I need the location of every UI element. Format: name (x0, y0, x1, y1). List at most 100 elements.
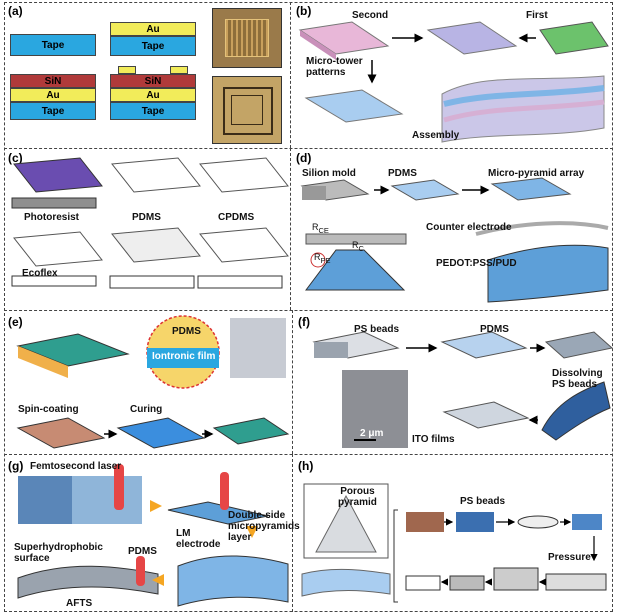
r-c-sub: C (358, 243, 364, 253)
panel-d-label: (d) (296, 151, 312, 165)
laser-texture-2 (72, 476, 142, 524)
tape-layer: Tape (10, 34, 96, 56)
scale-label: 2 μm (360, 428, 384, 439)
r-ce-r: R (312, 222, 319, 232)
micro-tower-label: Micro-tower patterns (306, 56, 363, 78)
au-pad (118, 66, 136, 74)
zoom-photo (212, 76, 282, 144)
curing-label: Curing (130, 404, 163, 415)
spin-coating-label: Spin-coating (18, 404, 79, 415)
sem-image (342, 370, 408, 448)
au-text: Au (46, 89, 60, 101)
au-layer: Au (110, 88, 196, 102)
second-layer (298, 21, 390, 55)
row-divider-1 (4, 148, 613, 149)
tape-text: Tape (41, 105, 65, 117)
ecoflex-label: Ecoflex (22, 268, 58, 279)
photoresist-mold (13, 157, 103, 193)
row-divider-2 (4, 310, 613, 311)
silicon-mold-label: Silion mold (302, 168, 356, 179)
cpdms-label: CPDMS (218, 212, 255, 223)
lm-electrode-label: LM electrode (176, 528, 221, 550)
porous-pyramid-label: Porous pyramid (338, 486, 377, 508)
panel-g-label: (g) (8, 459, 24, 473)
tape-text: Tape (41, 39, 65, 51)
au-pad (170, 66, 188, 74)
panel-h-label: (h) (298, 459, 314, 473)
col-divider-3 (292, 310, 293, 454)
second-label: Second (352, 10, 389, 21)
zoom-square-inner (231, 95, 263, 125)
superhydrophobic-label: Superhydrophobic surface (14, 542, 103, 564)
r-pe-sub: PE (320, 255, 331, 265)
r-c-label: RC (352, 240, 364, 253)
counter-electrode-label: Counter electrode (426, 222, 512, 233)
r-pe-label: RPE (314, 252, 331, 265)
pedot-film (487, 244, 609, 303)
micro-tower-layer (304, 89, 404, 123)
panel-e-graphic (16, 315, 290, 449)
mold-1 (406, 512, 444, 532)
sin-layer: SiN (10, 74, 96, 88)
col-divider-2 (290, 148, 291, 310)
double-side-label: Double-side micropyramids layer (228, 510, 300, 543)
panel-a-label: (a) (8, 4, 23, 18)
au-text: Au (146, 23, 160, 35)
pdms-label: PDMS (480, 324, 509, 335)
pdms-label: PDMS (172, 326, 201, 337)
panel-b-label: (b) (296, 4, 312, 18)
micro-pyramid-label: Micro-pyramid array (488, 168, 585, 179)
laser-texture-1 (18, 476, 72, 524)
laser-beam (114, 464, 124, 510)
pressure-label: Pressure (548, 552, 591, 563)
panel-f-graphic (312, 331, 614, 448)
assembly-label: Assembly (412, 130, 460, 141)
femtosecond-label: Femtosecond laser (30, 461, 122, 472)
figure-frame (4, 2, 613, 612)
iontronic-label: Iontronic film (152, 351, 216, 362)
panel-b-graphic (298, 21, 609, 143)
ps-beads-label: PS beads (354, 324, 400, 335)
ps-beads-label: PS beads (460, 496, 506, 507)
au-layer: Au (110, 22, 196, 36)
bead-mold (456, 512, 494, 532)
zoom-square-outer (223, 87, 273, 135)
dissolving-label: Dissolving PS beads (552, 368, 603, 390)
au-text: Au (146, 89, 160, 101)
panel-f-label: (f) (298, 315, 310, 329)
r-ce-label: RCE (312, 222, 329, 235)
photoresist-label: Photoresist (24, 212, 80, 223)
ito-label: ITO films (412, 434, 455, 445)
hand-photo (230, 318, 286, 378)
panel-e-label: (e) (8, 315, 23, 329)
first-label: First (526, 10, 548, 21)
r-pe-r: R (314, 252, 321, 262)
tape-text: Tape (141, 105, 165, 117)
panel-d-graphic (300, 177, 609, 303)
tape-text: Tape (141, 40, 165, 52)
afts-label: AFTS (66, 598, 93, 609)
tape-layer: Tape (110, 36, 196, 56)
r-ce-sub: CE (318, 225, 329, 235)
tape-layer: Tape (110, 102, 196, 120)
photo-pattern (225, 19, 269, 57)
panel-g-graphic (17, 464, 289, 607)
first-layer-combined (426, 21, 518, 55)
au-layer: Au (10, 88, 96, 102)
sin-text: SiN (44, 75, 62, 87)
pdms-label: PDMS (132, 212, 161, 223)
device-photo (212, 8, 282, 68)
pdms-label: PDMS (388, 168, 417, 179)
col-divider-4 (292, 454, 293, 612)
panel-c-label: (c) (8, 151, 23, 165)
tape-layer: Tape (10, 102, 96, 120)
row-divider-3 (4, 454, 613, 455)
col-divider-1 (290, 2, 291, 148)
first-layer (539, 21, 609, 55)
sin-text: SiN (144, 75, 162, 87)
porous-pyramid (315, 494, 377, 553)
pdms-label: PDMS (128, 546, 157, 557)
pedot-label: PEDOT:PSS/PUD (436, 258, 517, 269)
r-c-r: R (352, 240, 359, 250)
panel-c-graphic (11, 157, 289, 289)
